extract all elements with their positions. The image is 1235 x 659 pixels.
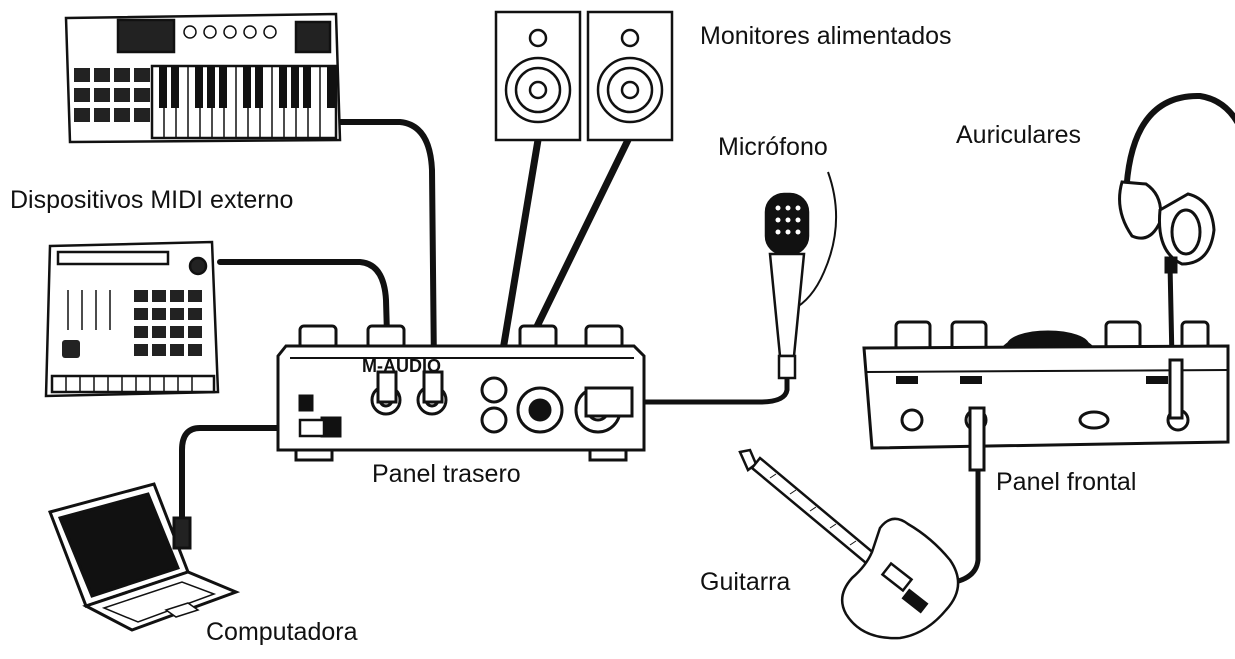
- label-rear-panel: Panel trasero: [372, 460, 521, 488]
- keyboard-midi-cable: [337, 119, 437, 373]
- pad-controller: [44, 240, 220, 398]
- label-headphones: Auriculares: [956, 121, 1082, 149]
- label-microphone: Micrófono: [718, 133, 828, 161]
- headphones: [1118, 92, 1235, 274]
- microphone-cable: [629, 373, 790, 405]
- usb-connector: [298, 418, 326, 438]
- microphone: [764, 171, 838, 380]
- label-computer: Computadora: [206, 618, 358, 646]
- monitor-speaker-left: [494, 10, 582, 142]
- label-monitors: Monitores alimentados: [700, 22, 952, 50]
- monitor-speaker-right: [586, 10, 674, 142]
- rear-panel-knobs: [298, 324, 624, 350]
- audio-interface-rear-panel: M-AUDIO: [276, 324, 646, 462]
- midi-keyboard: [64, 12, 342, 144]
- usb-cable: [179, 425, 321, 523]
- audio-interface-front-panel: [862, 320, 1230, 472]
- guitar: [738, 448, 960, 640]
- pad-controller-midi-cable: [217, 259, 391, 373]
- label-front-panel: Panel frontal: [996, 468, 1137, 496]
- laptop: [48, 482, 241, 632]
- label-midi-devices: Dispositivos MIDI externo: [10, 186, 294, 214]
- label-guitar: Guitarra: [700, 568, 791, 596]
